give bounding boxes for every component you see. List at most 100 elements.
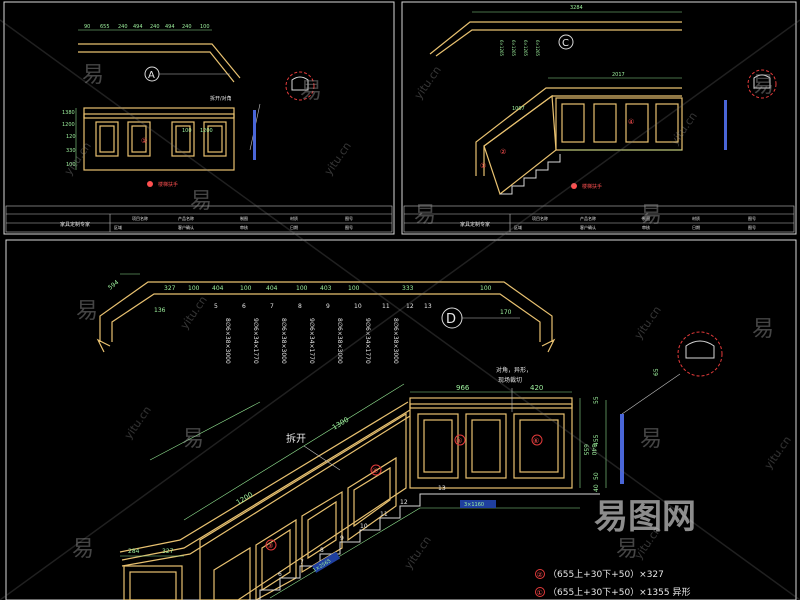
sheet-d-steps — [248, 493, 600, 600]
sheet-c-plan-top: 3284 — [570, 5, 583, 11]
vert-label: 9∅6×34×1770 — [308, 318, 315, 364]
side-dim: 1200 — [62, 122, 75, 128]
panel-number: ① — [480, 162, 486, 170]
side-dim: 100 — [66, 162, 76, 168]
bottom-dim: 100 — [182, 128, 192, 134]
plan-dim: 655 — [100, 24, 110, 30]
plan-dim: 240 — [150, 24, 160, 30]
watermark-url: yitu.cn — [62, 140, 94, 178]
watermark-url: yitu.cn — [762, 434, 794, 472]
sheet-a-detail-circle — [285, 71, 315, 101]
watermark-glyph: 易 — [640, 427, 662, 452]
sheet-d-side-height: 655 — [582, 444, 589, 456]
panel — [513, 413, 565, 479]
sheet-c: 3284 C 6×1265 6×1265 6×1265 6×1265 2017 … — [401, 1, 797, 235]
step-number: 9 — [340, 535, 344, 542]
panel — [127, 121, 151, 157]
title-block-cell: 图号 — [345, 215, 353, 221]
plan-dim: 404 — [212, 285, 224, 292]
title-block-cell: 图号 — [748, 224, 756, 230]
watermark-url: yitu.cn — [122, 404, 154, 442]
watermark-glyph: 易 — [82, 63, 104, 88]
plan-dim: 327 — [164, 285, 176, 292]
panel — [625, 103, 649, 143]
panel-number: ③ — [267, 542, 273, 550]
legend-marker: ② — [537, 571, 543, 579]
panel — [417, 413, 459, 479]
vert-label: 6×1265 — [511, 40, 516, 57]
sheet-d-side-dim: 170 — [500, 309, 512, 316]
post-number: 12 — [406, 303, 414, 310]
watermark-glyph: 易 — [190, 189, 212, 214]
post-number: 13 — [424, 303, 432, 310]
title-block-cell: 审核 — [642, 224, 650, 230]
post-number: 5 — [214, 303, 218, 310]
detail-dim: 50 — [593, 472, 600, 480]
sheet-c-handrail — [475, 87, 682, 176]
plan-dim: 90 — [84, 24, 90, 30]
plan-dim: 404 — [266, 285, 278, 292]
sheet-a-title-block — [5, 205, 393, 233]
plan-dim: 494 — [165, 24, 175, 30]
detail-dim: 55 — [593, 396, 600, 404]
step-number: 8 — [320, 547, 324, 554]
panel — [593, 103, 617, 143]
legend-text: （655上+30下+50）×327 — [548, 569, 664, 580]
title-block-cell: 产品名称 — [178, 215, 194, 221]
post-number: 6 — [242, 303, 246, 310]
sheet-d-step-numbers: 13 12 11 10 9 8 7 6 — [278, 485, 446, 578]
sheet-c-steps — [500, 154, 561, 195]
sheet-a-company: 家具定制专家 — [60, 221, 90, 228]
sheet-a-side-dims: 1380 1200 120 330 100 — [62, 110, 76, 168]
sheet-d-detail-tag: 65 — [653, 368, 660, 376]
plan-dim: 240 — [118, 24, 128, 30]
sheet-c-detail-bar — [724, 100, 727, 150]
sheet-d-plan-dims: 327 100 404 100 404 100 403 100 333 100 — [164, 285, 492, 292]
sheet-c-title-block — [403, 205, 795, 233]
detail-dim: 455 — [593, 434, 600, 446]
sheet-d-side-dim: 136 — [154, 307, 166, 314]
watermark-url: yitu.cn — [322, 140, 354, 178]
sheet-c-marker: C — [562, 38, 569, 49]
watermark-glyph: 易 — [300, 79, 322, 104]
detail-dim: 40 — [593, 484, 600, 492]
plan-dim: 100 — [200, 24, 210, 30]
panel — [203, 121, 227, 157]
sheet-d-frame — [5, 239, 797, 600]
vert-label: 9∅6×34×1770 — [252, 318, 259, 364]
legend-marker: ① — [537, 589, 543, 597]
panel-number: ⑥ — [533, 437, 539, 445]
step-number: 11 — [380, 511, 388, 518]
sheet-c-frame — [401, 1, 797, 235]
title-block-cell: 日期 — [290, 224, 298, 230]
sheet-c-plan-rail — [429, 21, 682, 55]
sheet-d-plan-rail — [99, 281, 553, 342]
sheet-d-vert-labels: 8∅6×38×3000 9∅6×34×1770 8∅6×38×3000 9∅6×… — [224, 318, 399, 364]
watermark-glyph: 易 — [640, 203, 662, 228]
plan-dim: 494 — [133, 24, 143, 30]
panel — [213, 546, 251, 600]
sheet-d-plan-dim: 594 — [107, 279, 120, 292]
sheet-a-frame — [3, 1, 395, 235]
legend-text: （655上+30下+50）×1355 异形 — [548, 586, 690, 598]
plan-dim: 333 — [402, 285, 414, 292]
sheet-d-callout-line: 现场裁切 — [498, 376, 522, 384]
title-block-cell: 区域 — [514, 224, 522, 230]
post-number: 10 — [354, 303, 362, 310]
sheet-d-top-dim: 966 — [456, 384, 470, 392]
panel — [171, 121, 195, 157]
plan-dim: 100 — [296, 285, 308, 292]
panel — [301, 490, 343, 574]
sheet-d-side-height: 840 — [590, 444, 597, 456]
panel — [465, 413, 507, 479]
vert-label: 6×1265 — [499, 40, 504, 57]
title-block-cell: 制图 — [240, 215, 248, 221]
sheet-c-rail-dim: 1007 — [512, 106, 525, 112]
plan-dim: 100 — [480, 285, 492, 292]
sheet-d-bottom-dim: 327 — [162, 548, 174, 555]
title-block-cell: 材质 — [692, 215, 700, 221]
sheet-d-post-numbers: 5 6 7 8 9 10 11 12 13 — [214, 303, 432, 310]
step-number: 6 — [278, 571, 282, 578]
